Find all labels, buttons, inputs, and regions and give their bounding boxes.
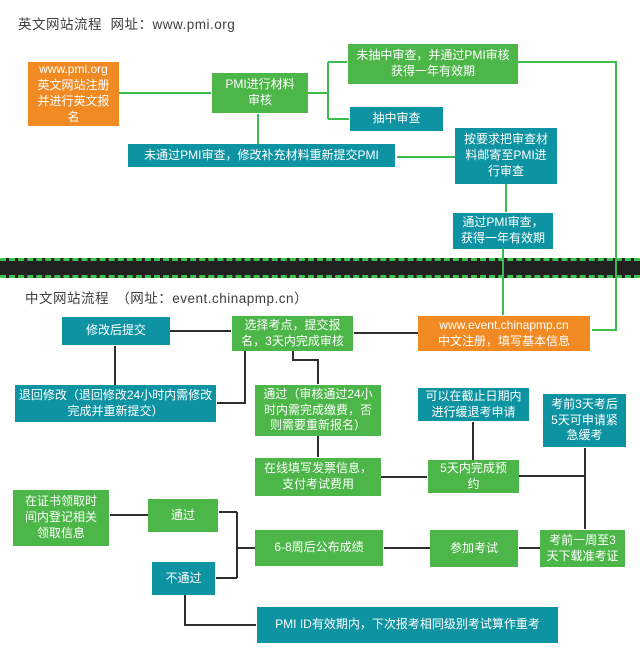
node-pmi-review: PMI进行材料 审核: [212, 73, 308, 113]
node-defer-apply: 可以在截止日期内 进行缓退考申请: [418, 388, 529, 421]
connector-review-split: [308, 62, 329, 119]
connector-not-sampled-to-cn-register: [518, 61, 617, 331]
section-divider: [0, 258, 640, 278]
node-book-exam: 5天内完成预 约: [428, 460, 519, 493]
node-pass: 通过: [148, 499, 218, 532]
node-take-exam: 参加考试: [430, 530, 518, 567]
node-resubmit: 修改后提交: [62, 317, 170, 345]
connector-results-split: [236, 512, 255, 578]
node-fail: 不通过: [152, 562, 215, 595]
node-cert-register: 在证书领取时 间内登记相关 领取信息: [13, 490, 109, 546]
node-results: 6-8周后公布成绩: [255, 530, 383, 566]
node-download-ticket: 考前一周至3 天下载准考证: [540, 530, 625, 567]
cn-section-header: 中文网站流程 （网址：event.chinapmp.cn）: [25, 291, 309, 306]
node-return-modify: 退回修改（退回修改24小时内需修改 完成并重新提交）: [15, 385, 216, 422]
node-pass-pay: 通过（审核通过24小 时内需完成缴费，否 则需要重新报名）: [255, 385, 381, 436]
node-urgent-defer: 考前3天考后 5天可申请紧 急缓考: [543, 394, 626, 447]
node-cn-register: www.event.chinapmp.cn 中文注册，填写基本信息: [418, 316, 590, 351]
connector-fail-to-retake: [184, 595, 256, 626]
connector-select-to-return: [217, 351, 246, 404]
node-mail-materials: 按要求把审查材 料邮寄至PMI进 行审查: [455, 128, 557, 184]
node-select-site: 选择考点，提交报 名，3天内完成审核: [232, 316, 353, 351]
node-not-passed: 未通过PMI审查，修改补充材料重新提交PMI: [128, 144, 395, 167]
node-retake: PMI ID有效期内，下次报考相同级别考试算作重考: [257, 607, 558, 643]
en-section-header: 英文网站流程 网址：www.pmi.org: [18, 17, 236, 32]
node-sampled: 抽中审查: [350, 107, 443, 131]
node-not-sampled: 未抽中审查，并通过PMI审核 获得一年有效期: [348, 44, 518, 84]
connector-select-to-pass-pay: [292, 351, 319, 384]
node-invoice-pay: 在线填写发票信息， 支付考试费用: [255, 458, 381, 496]
node-en-register: www.pmi.org 英文网站注册 并进行英文报 名: [28, 62, 119, 126]
node-passed-valid: 通过PMI审查， 获得一年有效期: [453, 213, 553, 249]
